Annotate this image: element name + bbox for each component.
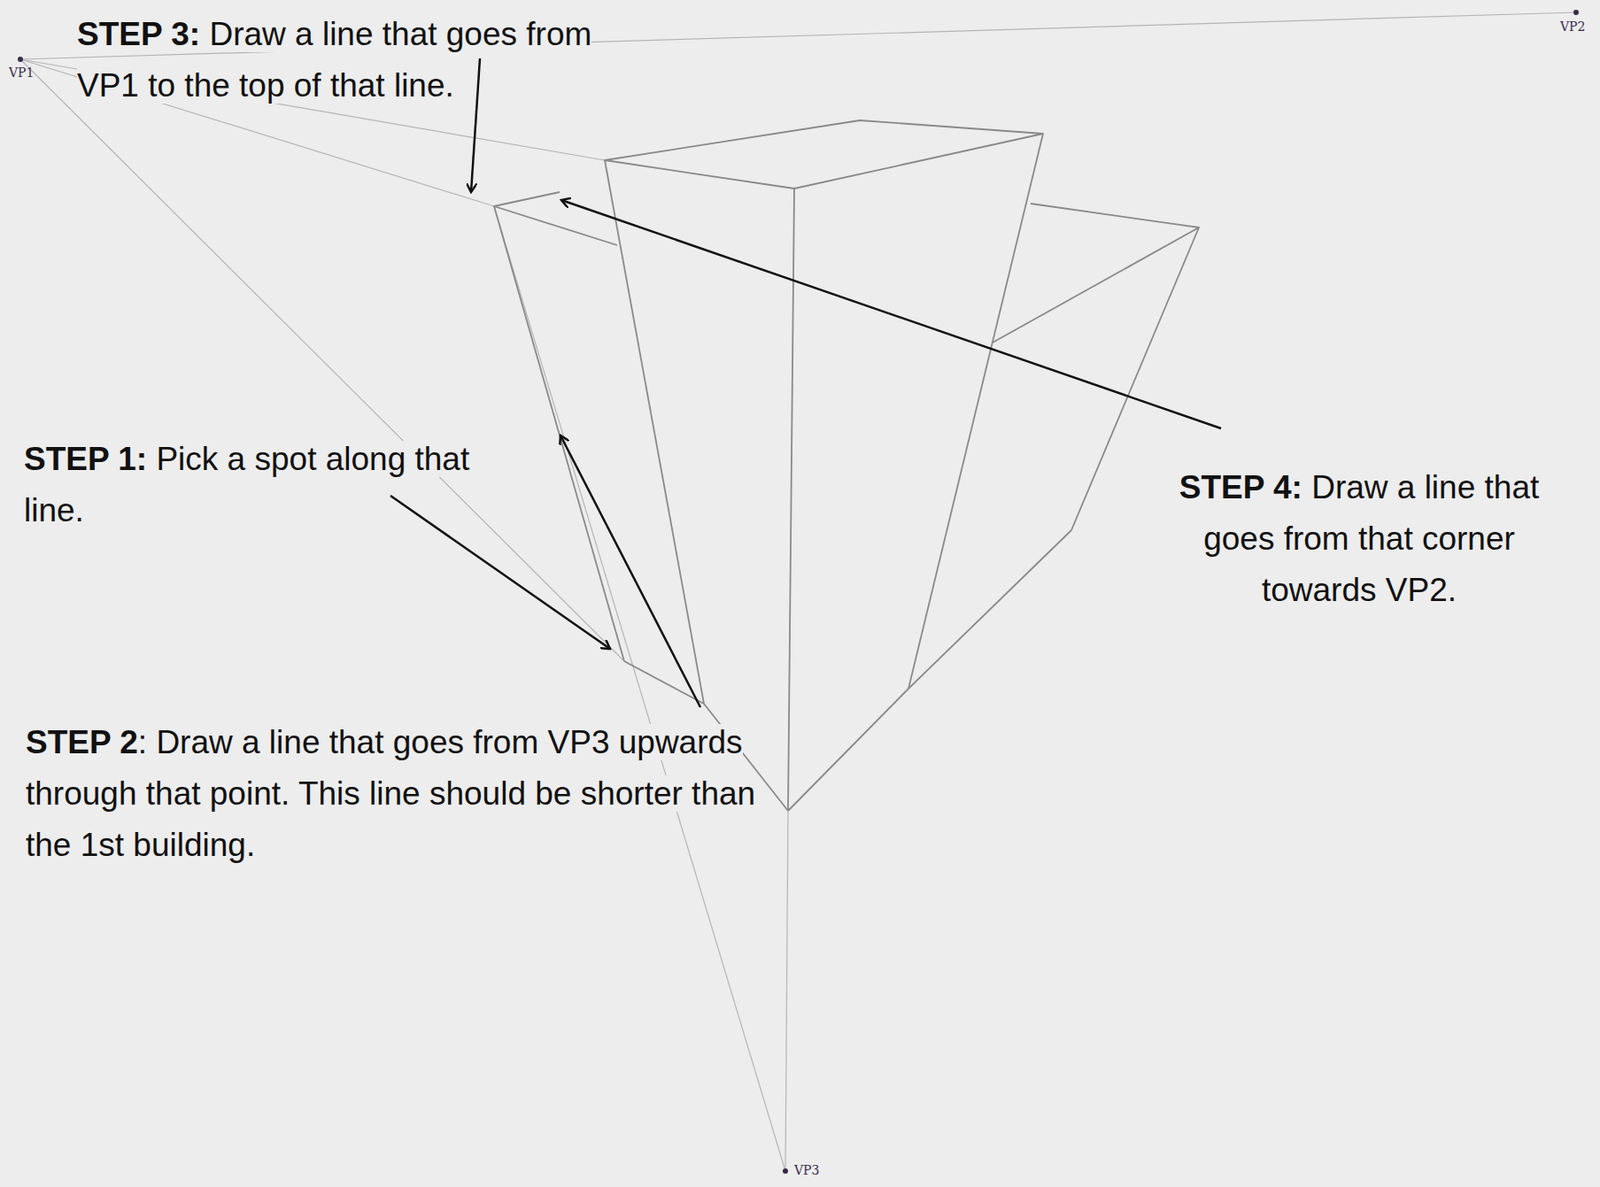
step-note: STEP 1: Pick a spot along that line. — [23, 433, 485, 537]
step-note: STEP 4: Draw a line that goes from that … — [1168, 462, 1550, 617]
step-heading: STEP 2 — [25, 724, 139, 761]
step-heading: STEP 1: — [23, 440, 147, 478]
step-note: STEP 2: Draw a line that goes from VP3 u… — [25, 717, 797, 872]
vanishing-point-label: VP2 — [1560, 19, 1585, 34]
vanishing-point-label: VP1 — [8, 65, 34, 80]
step-heading: STEP 3: — [77, 15, 201, 53]
step-note: STEP 3: Draw a line that goes from VP1 t… — [77, 8, 631, 112]
step-heading: STEP 4: — [1179, 469, 1303, 506]
vanishing-point-label: VP3 — [794, 1163, 820, 1178]
